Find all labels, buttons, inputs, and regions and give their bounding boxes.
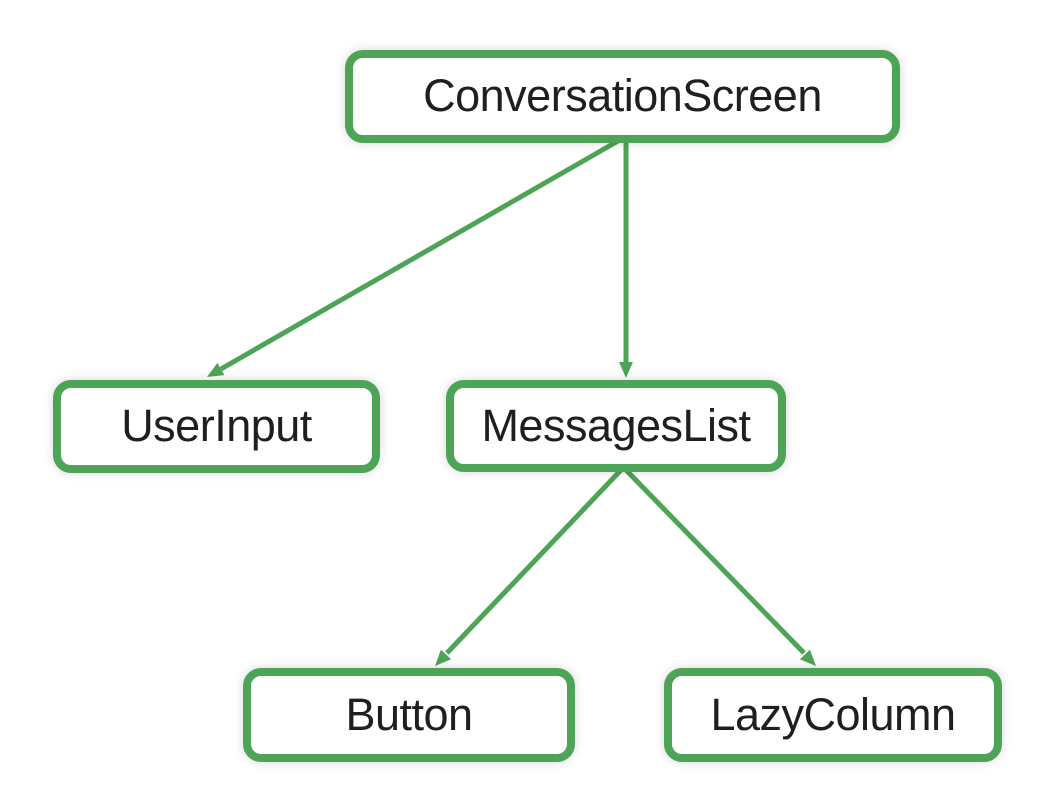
node-button: Button <box>243 668 575 762</box>
node-messageslist: MessagesList <box>446 380 786 472</box>
edge-messageslist-lazycolumn <box>624 468 816 666</box>
edge-messageslist-button <box>435 468 623 666</box>
node-userinput: UserInput <box>53 380 380 473</box>
node-label: Button <box>345 688 473 740</box>
node-label: LazyColumn <box>710 688 956 740</box>
node-label: UserInput <box>121 400 312 451</box>
node-conversationscreen: ConversationScreen <box>345 50 900 143</box>
node-lazycolumn: LazyColumn <box>664 668 1002 762</box>
node-label: ConversationScreen <box>423 70 822 121</box>
edge-conversationscreen-userinput <box>207 138 620 377</box>
edge-conversationscreen-messageslist <box>619 141 633 378</box>
node-label: MessagesList <box>481 399 751 451</box>
